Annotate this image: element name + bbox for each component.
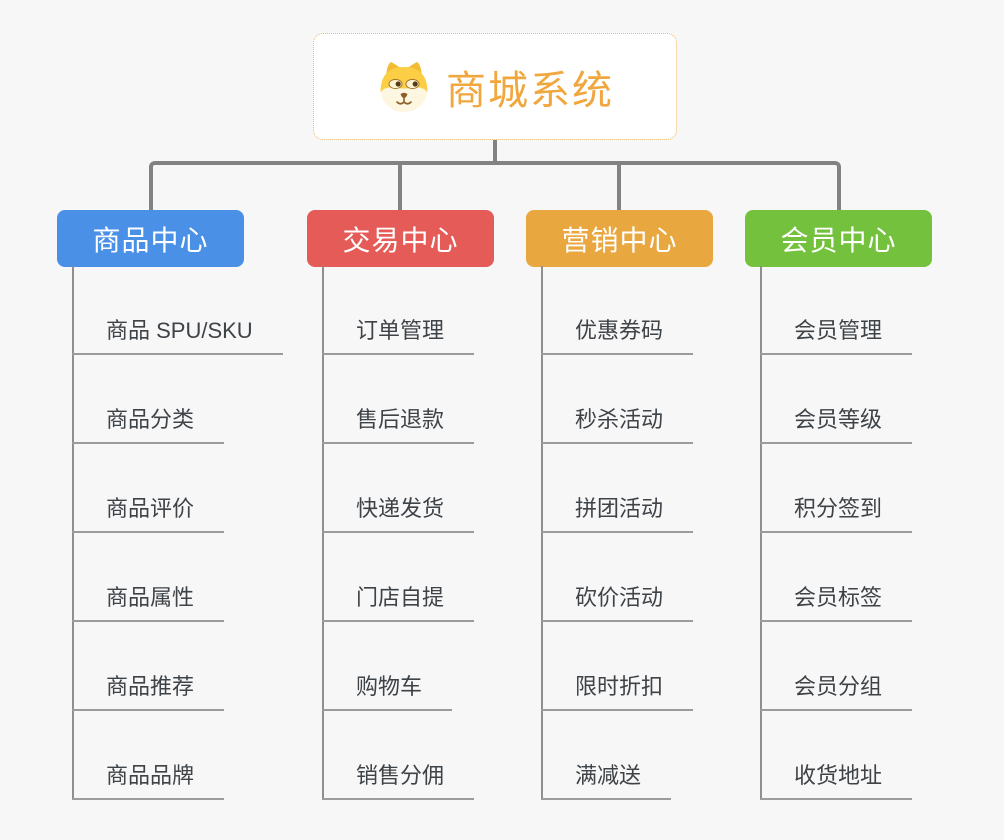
leaf-node[interactable]: 限时折扣 xyxy=(541,669,694,711)
branch-label: 交易中心 xyxy=(342,224,459,256)
leaf-node[interactable]: 订单管理 xyxy=(322,313,475,355)
connector-drop-trade xyxy=(398,163,402,210)
branch-node-goods[interactable]: 商品中心 xyxy=(57,210,244,267)
leaf-column-trade: 订单管理 售后退款 快递发货 门店自提 购物车 销售分佣 xyxy=(322,266,475,800)
connector-elbow-left xyxy=(149,161,495,210)
leaf-column-marketing: 优惠券码 秒杀活动 拼团活动 砍价活动 限时折扣 满减送 xyxy=(541,266,694,800)
leaf-node[interactable]: 满减送 xyxy=(541,758,672,800)
branch-node-marketing[interactable]: 营销中心 xyxy=(526,210,713,267)
leaf-node[interactable]: 门店自提 xyxy=(322,580,475,622)
connector-root-stub xyxy=(493,140,497,164)
branch-label: 会员中心 xyxy=(780,224,897,256)
leaf-node[interactable]: 商品评价 xyxy=(72,491,225,533)
leaf-node[interactable]: 收货地址 xyxy=(760,758,913,800)
leaf-column-member: 会员管理 会员等级 积分签到 会员标签 会员分组 收货地址 xyxy=(760,266,913,800)
connector-drop-marketing xyxy=(617,163,621,210)
leaf-node[interactable]: 拼团活动 xyxy=(541,491,694,533)
branch-label: 商品中心 xyxy=(92,224,209,256)
leaf-node[interactable]: 会员管理 xyxy=(760,313,913,355)
connector-elbow-right xyxy=(495,161,841,210)
connector-trunk-trade xyxy=(322,266,324,800)
leaf-node[interactable]: 商品分类 xyxy=(72,402,225,444)
branch-node-trade[interactable]: 交易中心 xyxy=(307,210,494,267)
leaf-column-goods: 商品 SPU/SKU 商品分类 商品评价 商品属性 商品推荐 商品品牌 xyxy=(72,266,283,800)
leaf-node[interactable]: 购物车 xyxy=(322,669,453,711)
leaf-node[interactable]: 秒杀活动 xyxy=(541,402,694,444)
branch-node-member[interactable]: 会员中心 xyxy=(745,210,932,267)
connector-trunk-member xyxy=(760,266,762,800)
leaf-node[interactable]: 优惠券码 xyxy=(541,313,694,355)
leaf-node[interactable]: 商品属性 xyxy=(72,580,225,622)
branch-label: 营销中心 xyxy=(561,224,678,256)
leaf-node[interactable]: 商品品牌 xyxy=(72,758,225,800)
leaf-node[interactable]: 销售分佣 xyxy=(322,758,475,800)
doge-icon xyxy=(380,61,428,112)
leaf-node[interactable]: 快递发货 xyxy=(322,491,475,533)
root-node[interactable]: 商城系统 xyxy=(313,33,677,140)
leaf-node[interactable]: 售后退款 xyxy=(322,402,475,444)
connector-trunk-marketing xyxy=(541,266,543,800)
leaf-node[interactable]: 会员等级 xyxy=(760,402,913,444)
leaf-node[interactable]: 会员分组 xyxy=(760,669,913,711)
leaf-node[interactable]: 商品 SPU/SKU xyxy=(72,313,283,355)
connector-trunk-goods xyxy=(72,266,74,800)
root-title: 商城系统 xyxy=(446,68,614,113)
leaf-node[interactable]: 砍价活动 xyxy=(541,580,694,622)
leaf-node[interactable]: 积分签到 xyxy=(760,491,913,533)
leaf-node[interactable]: 会员标签 xyxy=(760,580,913,622)
leaf-node[interactable]: 商品推荐 xyxy=(72,669,225,711)
